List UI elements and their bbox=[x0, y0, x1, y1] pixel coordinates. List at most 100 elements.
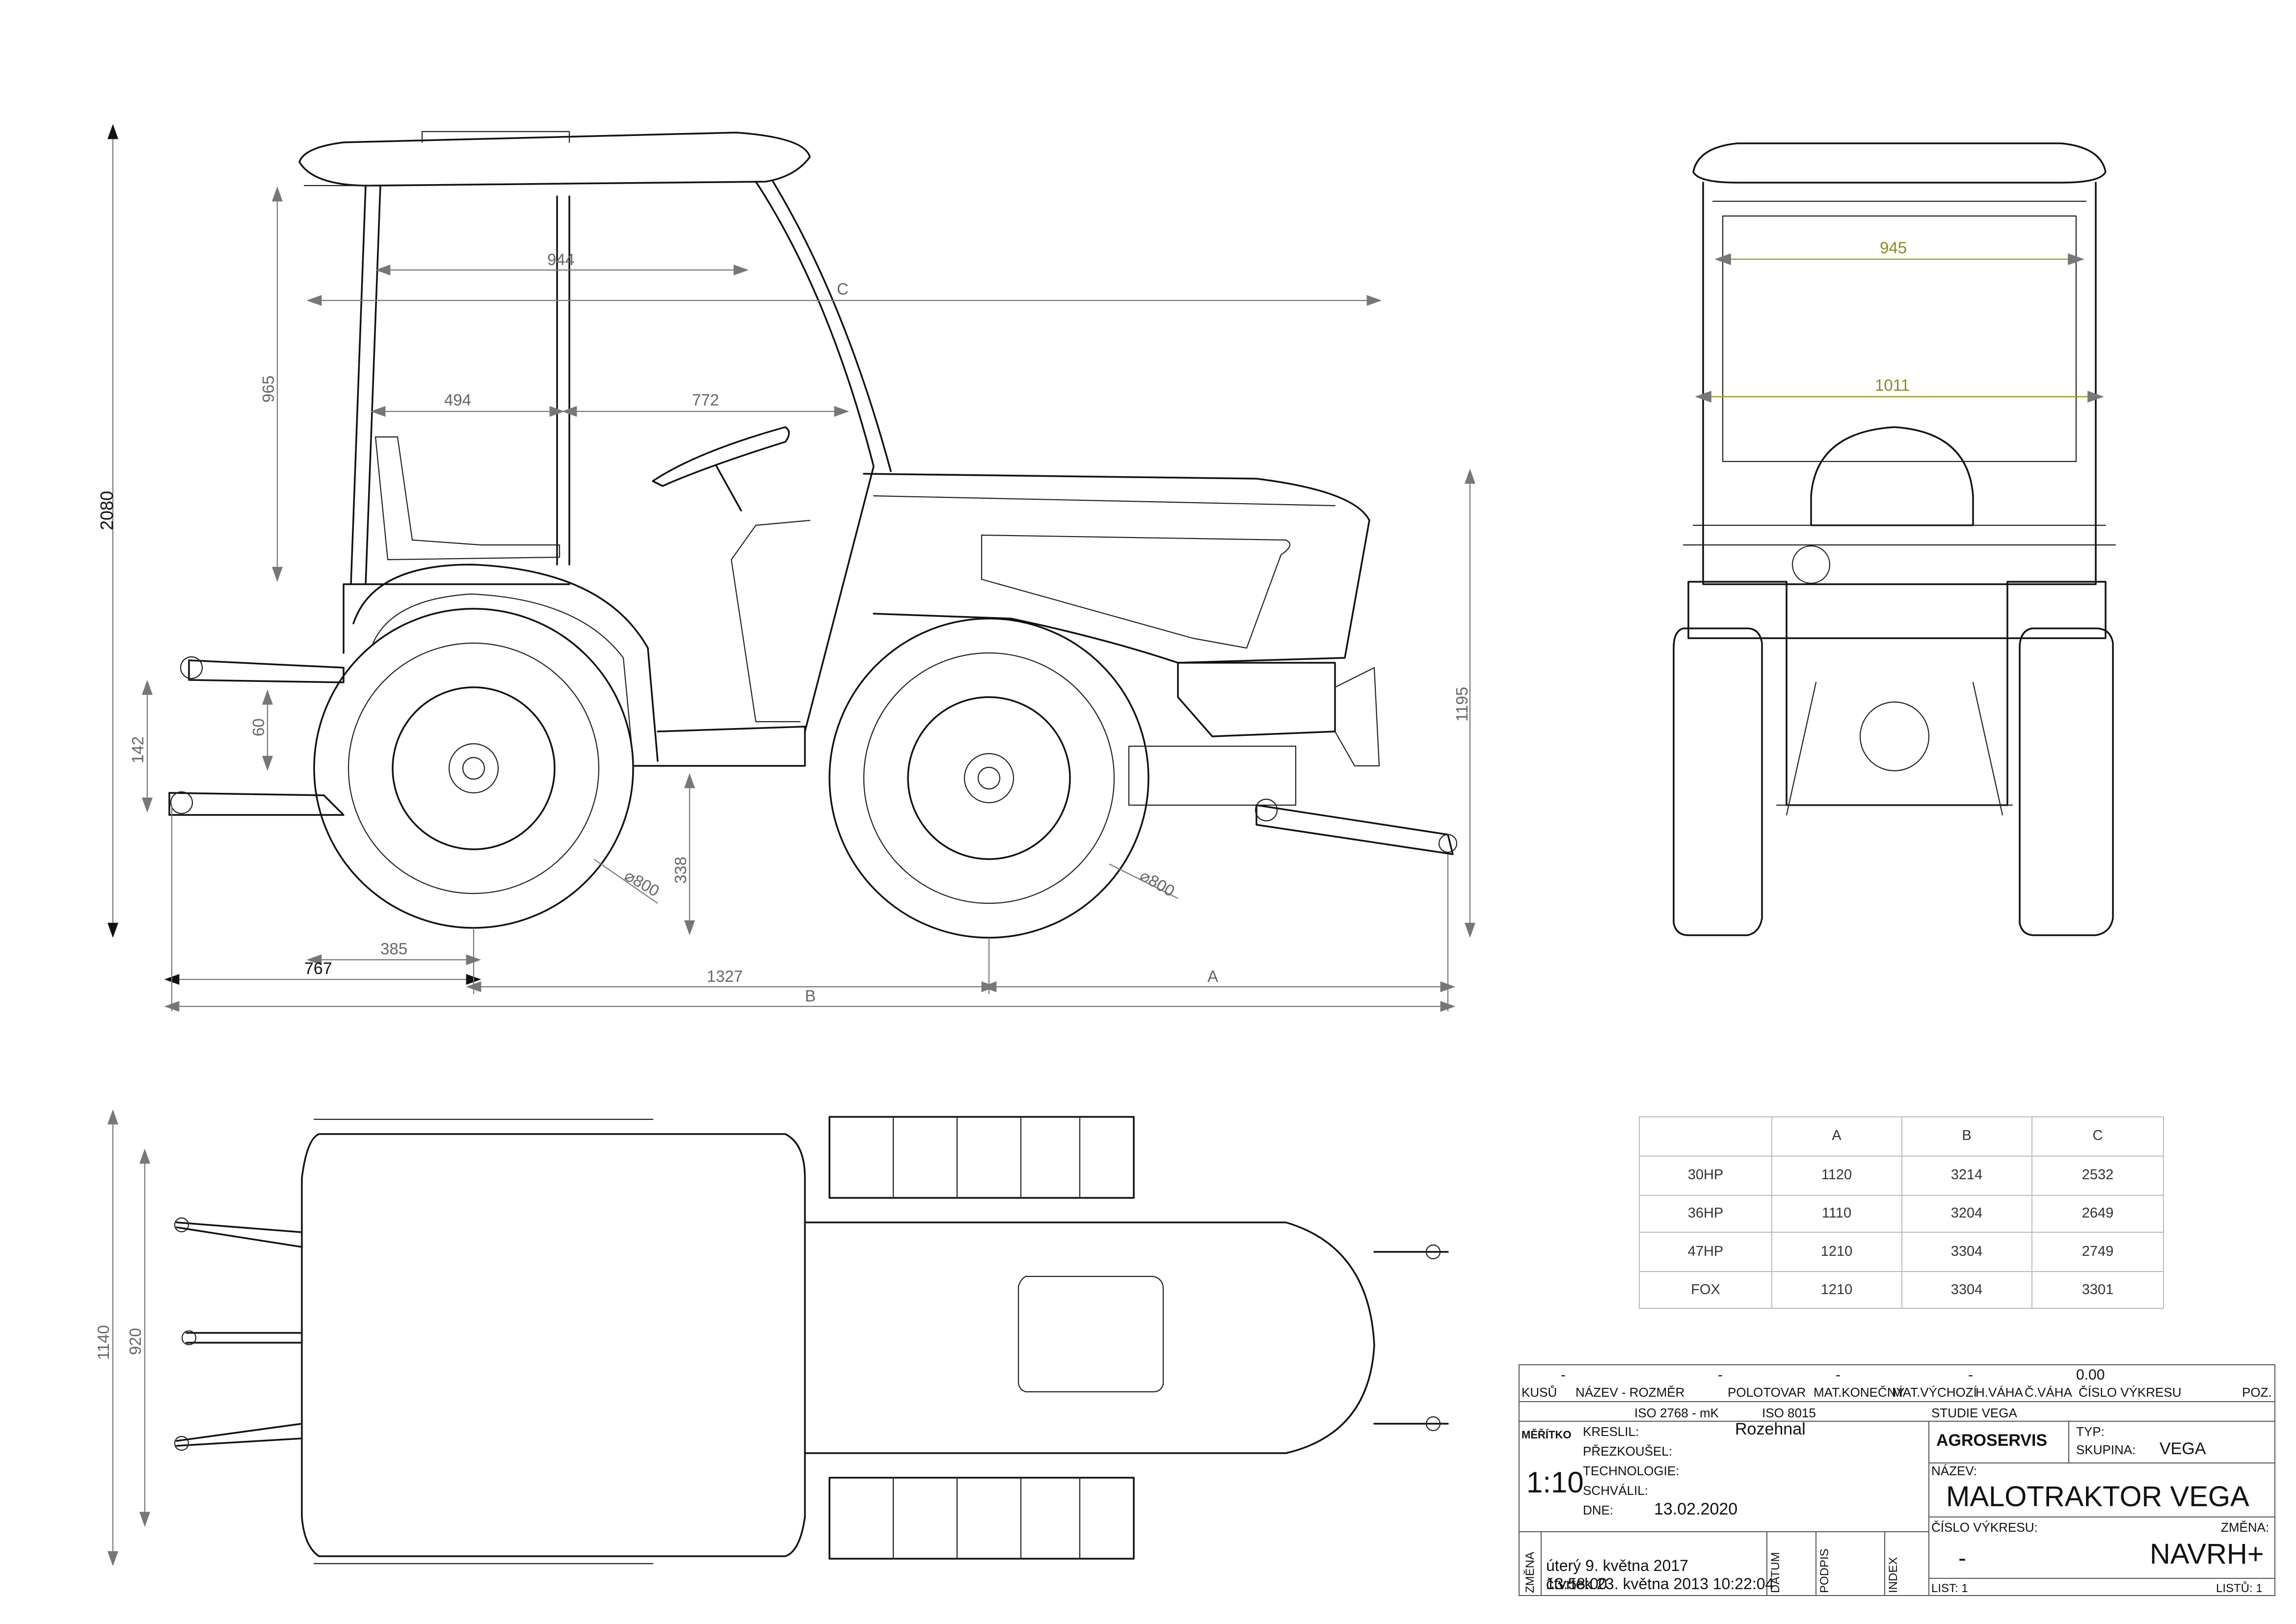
dim-1327: 1327 bbox=[707, 967, 743, 985]
tb-list: LIST: 1 bbox=[1931, 1582, 1968, 1595]
top-center-arm bbox=[186, 1332, 303, 1344]
dim-rear-800: ⌀800 bbox=[622, 866, 663, 900]
cab-roof bbox=[298, 132, 811, 187]
title-block: - - - - 0.00 KUSŮ NÁZEV - ROZMĚR POLOTOV… bbox=[1519, 1364, 2275, 1596]
tb-col-h-vaha: H.VÁHA bbox=[1976, 1385, 2023, 1400]
tb-skupina-label: SKUPINA: bbox=[2076, 1442, 2136, 1457]
top-hood-vent bbox=[1017, 1275, 1164, 1393]
cab-mid-post bbox=[556, 195, 570, 566]
top-view: 1140 920 bbox=[94, 1109, 1449, 1567]
table-cell: 2649 bbox=[2082, 1205, 2114, 1221]
cab-rear-post bbox=[350, 185, 381, 585]
tb-zmena-side: ZMĚNA bbox=[1523, 1552, 1537, 1593]
dim-1140: 1140 bbox=[94, 1325, 112, 1360]
table-cell: 1210 bbox=[1821, 1282, 1853, 1298]
dim-772: 772 bbox=[692, 391, 719, 409]
tb-listu: LISTŮ: 1 bbox=[2216, 1581, 2263, 1595]
tb-iso-1: ISO 2768 - mK bbox=[1634, 1406, 1719, 1420]
cab-front-post bbox=[755, 181, 892, 732]
dim-142: 142 bbox=[129, 736, 147, 763]
dim-b: B bbox=[805, 987, 816, 1005]
rear-left-wheel bbox=[1673, 627, 1763, 936]
rear-roof bbox=[1692, 142, 2107, 184]
table-cell: 3204 bbox=[1951, 1205, 1983, 1221]
rear-lower-link bbox=[168, 792, 345, 816]
tb-col-cislo-vykresu: ČÍSLO VÝKRESU bbox=[2079, 1385, 2182, 1400]
hood bbox=[863, 473, 1370, 664]
dim-385: 385 bbox=[380, 940, 407, 958]
dim-c: C bbox=[837, 280, 849, 298]
dim-2080: 2080 bbox=[97, 491, 117, 530]
tb-col-kusu: KUSŮ bbox=[1522, 1384, 1557, 1400]
table-cell: 36HP bbox=[1688, 1205, 1724, 1221]
rear-top-link bbox=[188, 659, 345, 683]
tb-kreslil-value: Rozehnal bbox=[1735, 1420, 1806, 1438]
tb-name: MALOTRAKTOR VEGA bbox=[1946, 1481, 2249, 1513]
dim-front-800: ⌀800 bbox=[1137, 866, 1178, 900]
side-dimensions: 2080 965 944 C 494 772 1195 60 142 338 ⌀… bbox=[97, 124, 1475, 1012]
tb-nazev-label: NÁZEV: bbox=[1931, 1463, 1977, 1478]
dim-a: A bbox=[1207, 967, 1218, 985]
table-cell: 3214 bbox=[1951, 1167, 1983, 1183]
rear-view: 945 1011 bbox=[1673, 142, 2116, 936]
tb-study: STUDIE VEGA bbox=[1931, 1406, 2017, 1420]
tb-typ-label: TYP: bbox=[2076, 1424, 2105, 1439]
tb-col-nazev: NÁZEV - ROZMĚR bbox=[1575, 1385, 1684, 1400]
rear-hitch-assembly bbox=[1786, 637, 2008, 806]
left-fender-light bbox=[1687, 581, 1788, 639]
table-cell: 3301 bbox=[2082, 1282, 2114, 1298]
table-cell: 1120 bbox=[1821, 1167, 1852, 1183]
rear-fender bbox=[352, 564, 659, 762]
dim-1011: 1011 bbox=[1875, 376, 1910, 394]
front-wheel bbox=[828, 618, 1149, 939]
tb-col-poz: POZ. bbox=[2242, 1385, 2272, 1400]
front-lift-arm bbox=[1255, 804, 1454, 855]
tb-meritko-label: MĚŘÍTKO bbox=[1522, 1429, 1571, 1441]
tb-technologie-label: TECHNOLOGIE: bbox=[1583, 1463, 1679, 1478]
top-front-lift bbox=[1373, 1251, 1449, 1425]
side-view: 2080 965 944 C 494 772 1195 60 142 338 ⌀… bbox=[97, 124, 1475, 1012]
tb-datum-side: DATUM bbox=[1769, 1552, 1782, 1593]
dim-494: 494 bbox=[444, 391, 471, 409]
table-cell: 3304 bbox=[1951, 1282, 1983, 1298]
dim-338: 338 bbox=[671, 857, 690, 884]
tb-date: 13.02.2020 bbox=[1654, 1500, 1737, 1518]
top-left-arm bbox=[176, 1221, 303, 1248]
tb-print-date-1: úterý 9. května 2017 bbox=[1546, 1557, 1688, 1574]
tb-cislo-value: - bbox=[1958, 1545, 1966, 1571]
tb-skupina-value: VEGA bbox=[2160, 1439, 2206, 1458]
tb-col-polotovar: POLOTOVAR bbox=[1728, 1385, 1806, 1400]
top-cab-roof bbox=[301, 1133, 806, 1557]
rear-wheel bbox=[313, 608, 634, 929]
table-cell: 3304 bbox=[1951, 1244, 1983, 1259]
rear-window bbox=[1722, 215, 2077, 462]
tb-dash-1: - bbox=[1561, 1367, 1566, 1383]
tb-cislo-label: ČÍSLO VÝKRESU: bbox=[1931, 1520, 2038, 1535]
dim-945: 945 bbox=[1880, 239, 1907, 257]
right-fender-light bbox=[2006, 581, 2107, 639]
tb-podpis-side: PODPIS bbox=[1818, 1548, 1831, 1593]
table-cell: 2532 bbox=[2082, 1167, 2114, 1183]
tb-print-date-2: čtvrtek 23. května 2013 10:22:04 bbox=[1546, 1575, 1774, 1593]
top-front-left-wheel bbox=[828, 1116, 1135, 1199]
dim-60: 60 bbox=[249, 718, 267, 736]
tb-dash-2: - bbox=[1718, 1367, 1723, 1383]
dim-965: 965 bbox=[259, 376, 277, 403]
tb-col-c-vaha: Č.VÁHA bbox=[2025, 1385, 2072, 1400]
tb-print-time: 13:58:00 bbox=[1546, 1575, 1607, 1593]
tb-col-mat-vychozi: MAT.VÝCHOZÍ bbox=[1892, 1385, 1977, 1400]
table-cell: 2749 bbox=[2082, 1244, 2114, 1259]
table-cell: 1210 bbox=[1821, 1244, 1853, 1259]
table-header-cell: C bbox=[2093, 1128, 2103, 1143]
tb-zmena-label: ZMĚNA: bbox=[2221, 1520, 2269, 1535]
tb-dash-3: - bbox=[1836, 1367, 1841, 1383]
dim-1195: 1195 bbox=[1453, 687, 1471, 722]
tb-dash-4: - bbox=[1968, 1367, 1973, 1383]
table-cell: 47HP bbox=[1688, 1244, 1724, 1259]
steering-wheel bbox=[652, 426, 790, 512]
tb-dne-label: DNE: bbox=[1583, 1503, 1613, 1517]
tb-zmena-value: NAVRH+ bbox=[2150, 1538, 2264, 1570]
front-ballast bbox=[1177, 662, 1336, 737]
tb-scale: 1:10 bbox=[1526, 1466, 1584, 1499]
